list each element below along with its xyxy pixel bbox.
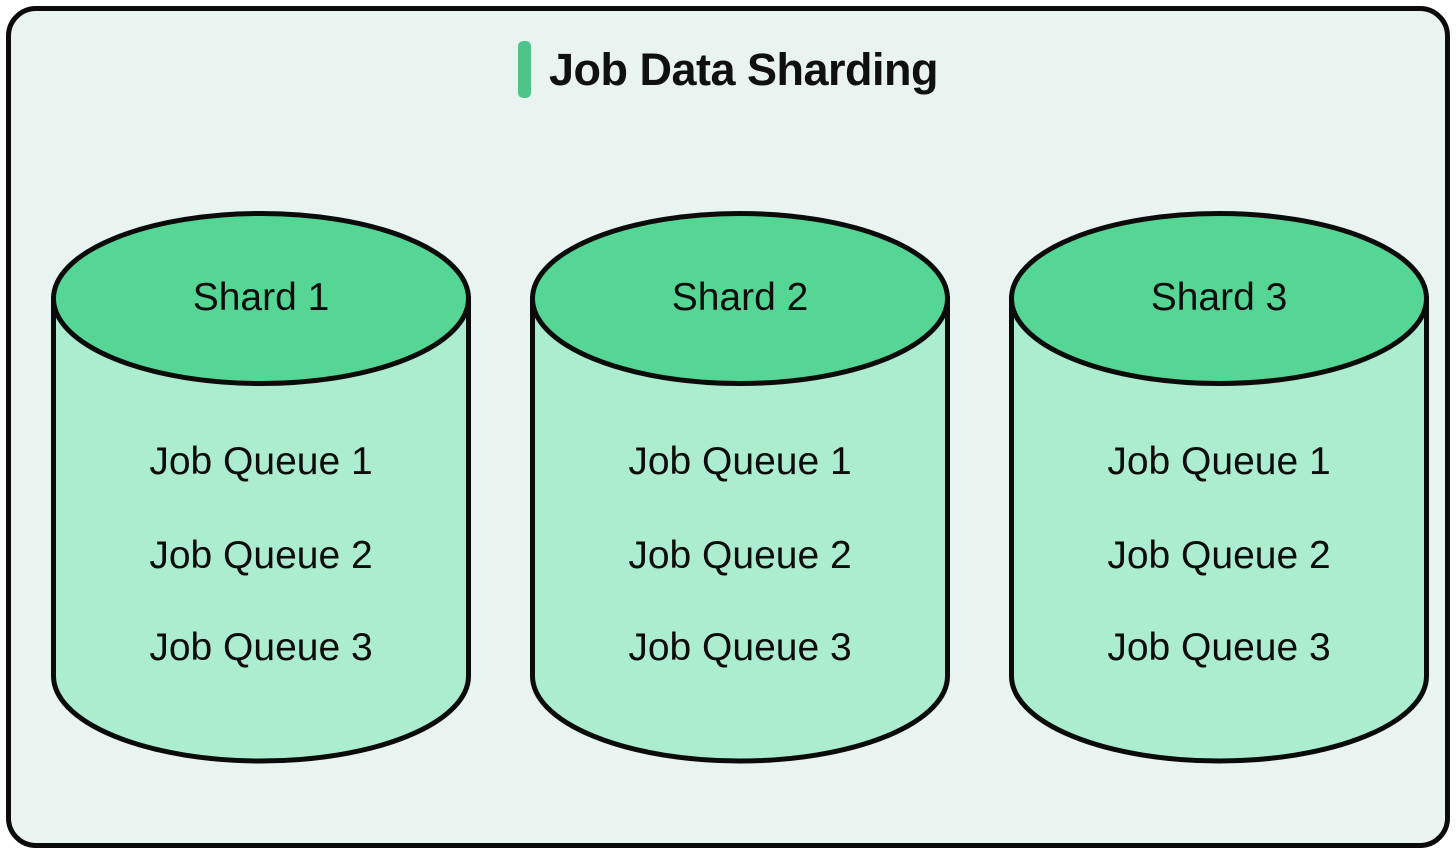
title-accent-bar: [517, 41, 531, 98]
database-cylinder-icon: [51, 211, 471, 764]
shard-label: Shard 2: [671, 276, 809, 319]
queue-label: Job Queue 1: [149, 440, 373, 483]
shard-label: Shard 1: [192, 276, 330, 319]
queue-label: Job Queue 2: [1107, 534, 1331, 577]
queue-label: Job Queue 3: [1107, 626, 1331, 669]
cylinder-top-ellipse: [530, 211, 950, 386]
diagram-header: Job Data Sharding: [11, 41, 1445, 98]
database-cylinder-icon: [530, 211, 950, 764]
shard-label: Shard 3: [1150, 276, 1288, 319]
shard-cylinder-2: Shard 2 Job Queue 1 Job Queue 2 Job Queu…: [530, 211, 950, 766]
database-cylinder-icon: [1009, 211, 1429, 764]
queue-label: Job Queue 3: [628, 626, 852, 669]
diagram-canvas: Job Data Sharding Shard 1 Job Queue 1 Jo…: [6, 6, 1450, 848]
shard-cylinder-3: Shard 3 Job Queue 1 Job Queue 2 Job Queu…: [1009, 211, 1429, 766]
queue-label: Job Queue 3: [149, 626, 373, 669]
queue-label: Job Queue 2: [149, 534, 373, 577]
cylinder-top-ellipse: [1009, 211, 1429, 386]
cylinder-body-shape: [1009, 296, 1429, 764]
queue-label: Job Queue 1: [1107, 440, 1331, 483]
queue-label: Job Queue 2: [628, 534, 852, 577]
cylinder-body-shape: [51, 296, 471, 764]
shard-cylinder-1: Shard 1 Job Queue 1 Job Queue 2 Job Queu…: [51, 211, 471, 766]
cylinder-top-ellipse: [51, 211, 471, 386]
cylinder-body-shape: [530, 296, 950, 764]
page-title: Job Data Sharding: [548, 43, 939, 95]
queue-label: Job Queue 1: [628, 440, 852, 483]
